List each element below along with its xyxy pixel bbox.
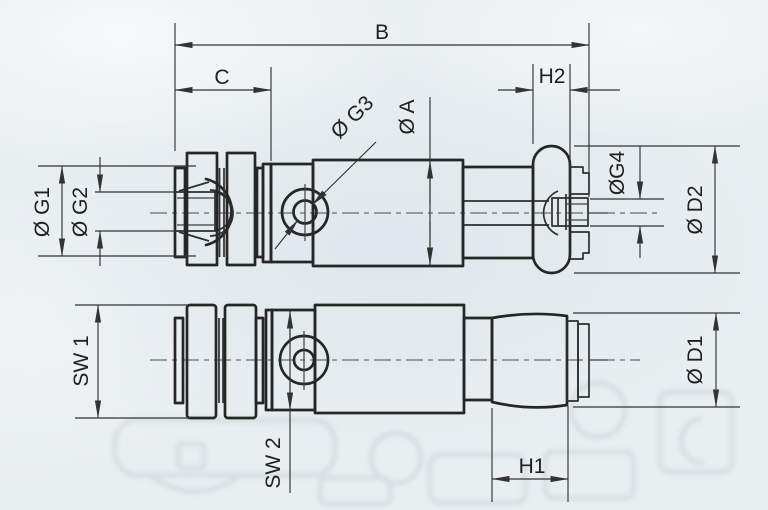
dimensions: B C H2 Ø A Ø G3 (31, 21, 740, 502)
lower-body (270, 303, 494, 415)
lower-right-end (490, 312, 608, 409)
dimension-c: C (174, 66, 272, 161)
dimension-b: B (174, 21, 590, 197)
upper-left-ball-joint (173, 151, 273, 267)
dimension-h1: H1 (491, 406, 569, 502)
lower-left-nut-stack (173, 303, 274, 420)
dimension-d2: Ø D2 (574, 145, 740, 274)
dim-label-sw2: SW 2 (262, 437, 285, 488)
dim-label-c: C (214, 66, 229, 89)
dim-label-d1: Ø D1 (684, 335, 707, 384)
dim-label-g3: Ø G3 (327, 92, 379, 144)
dimension-sw1: SW 1 (70, 304, 190, 419)
dim-label-h1: H1 (519, 455, 546, 478)
dim-label-h2: H2 (539, 65, 566, 88)
dim-label-a: Ø A (396, 99, 419, 134)
lower-neck (462, 316, 494, 402)
lower-view (150, 303, 640, 420)
print-through-artifacts (112, 380, 735, 507)
dim-label-g1: Ø G1 (31, 187, 54, 237)
dimension-d1: Ø D1 (573, 312, 740, 408)
dim-label-b: B (375, 21, 389, 44)
dim-label-g4: ØG4 (606, 151, 629, 196)
dimension-g3: Ø G3 (274, 92, 379, 250)
dimension-g4: ØG4 (590, 146, 664, 258)
dim-label-sw1: SW 1 (70, 335, 93, 386)
dimension-h2: H2 (498, 64, 620, 197)
dim-label-g2: Ø G2 (69, 187, 92, 237)
upper-view (150, 144, 658, 275)
dimension-g2: Ø G2 (69, 157, 176, 266)
dimension-a: Ø A (396, 97, 434, 266)
upper-right-rod-eye (531, 144, 608, 275)
dimension-g1: Ø G1 (31, 165, 196, 257)
dim-label-d2: Ø D2 (684, 185, 707, 234)
dimension-sw2: SW 2 (262, 310, 294, 493)
